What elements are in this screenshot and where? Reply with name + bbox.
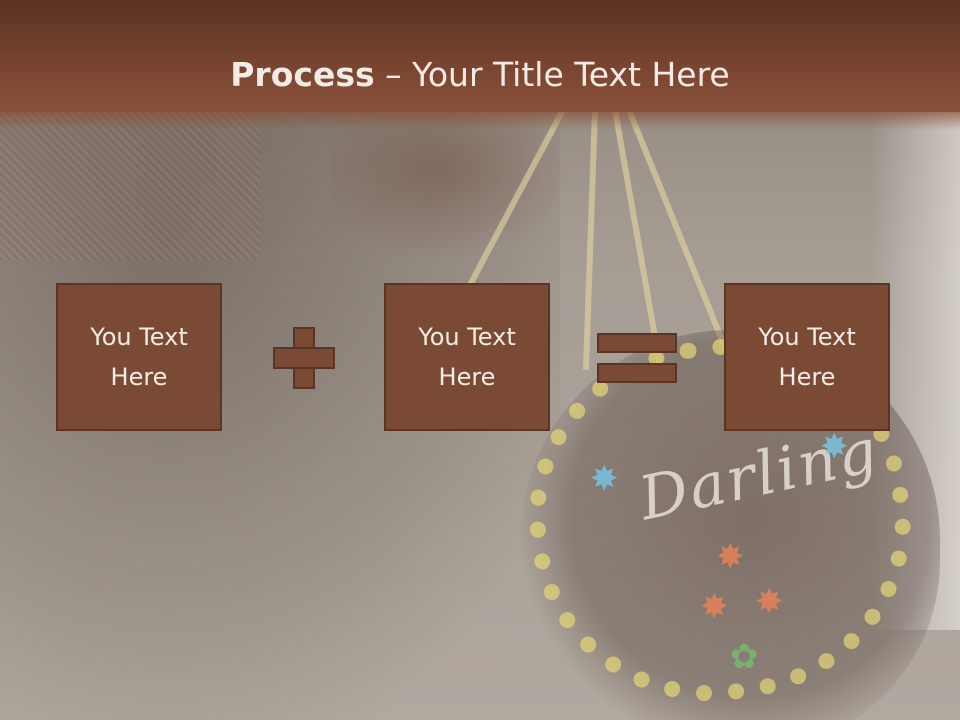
slide-title[interactable]: Process – Your Title Text Here: [0, 54, 960, 96]
process-box-3-text: You Text Here: [758, 323, 856, 391]
equals-icon: [597, 333, 677, 385]
process-box-1[interactable]: You Text Here: [56, 283, 222, 431]
process-box-1-text: You Text Here: [90, 323, 188, 391]
process-box-3[interactable]: You Text Here: [724, 283, 890, 431]
plus-icon: [273, 327, 335, 389]
title-bold: Process: [230, 55, 375, 94]
title-rest: – Your Title Text Here: [374, 55, 730, 94]
title-bar: [0, 0, 960, 130]
process-box-2-text: You Text Here: [418, 323, 516, 391]
process-box-2[interactable]: You Text Here: [384, 283, 550, 431]
